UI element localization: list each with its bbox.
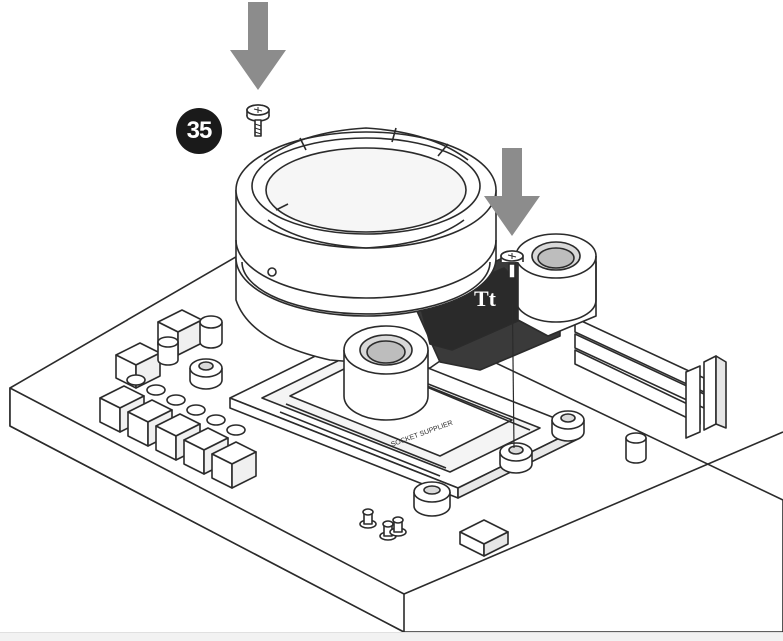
- step-number-badge: 35: [176, 108, 222, 154]
- screw-icon: [500, 250, 524, 279]
- jumper-pins: [359, 508, 407, 541]
- memory-slots: [574, 317, 727, 439]
- standoff-front: [499, 442, 533, 474]
- mounting-arm-front: [343, 325, 429, 421]
- brand-logo: Tt: [474, 286, 497, 311]
- down-arrow-icon: [230, 2, 286, 90]
- vrm-components: [99, 309, 257, 489]
- pump-block: [235, 127, 561, 371]
- down-arrow-icon: [484, 148, 540, 236]
- standoff-right: [551, 410, 585, 442]
- chip: [459, 519, 509, 557]
- screw-icon: [246, 104, 270, 137]
- bottom-edge: [0, 632, 783, 641]
- capacitor: [625, 432, 647, 464]
- mounting-arm-right: [515, 233, 597, 337]
- standoff-left: [189, 358, 223, 390]
- standoff-front-left: [413, 481, 451, 517]
